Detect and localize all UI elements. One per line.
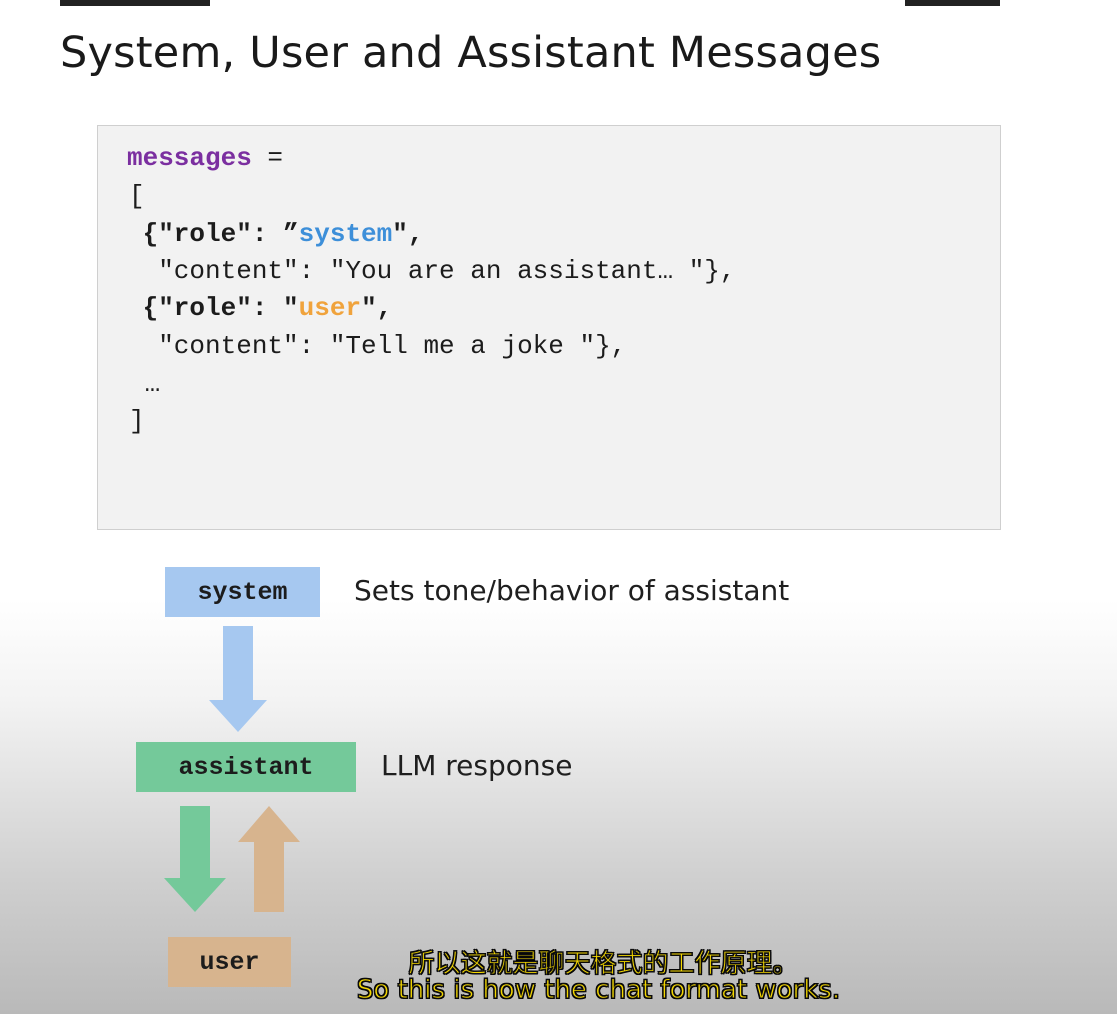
system-role-box: system [165,567,320,617]
code-role-user: user [298,293,362,323]
code-line-5: {"role": "user", [127,293,393,323]
code-line-1: messages = [127,143,283,173]
code-role-close: ", [392,219,424,249]
code-quote: ” [283,219,299,249]
code-line-4: "content": "You are an assistant… "}, [127,256,736,286]
video-top-strip-right [905,0,1000,6]
assistant-description: LLM response [381,749,573,782]
code-line-2: [ [129,181,145,211]
code-line-8: ] [129,406,145,436]
subtitle-english: So this is how the chat format works. [356,975,841,1006]
code-variable: messages [127,143,252,173]
code-line-7: … [129,369,161,399]
system-description: Sets tone/behavior of assistant [354,574,790,607]
user-role-box: user [168,937,291,987]
code-line-6: "content": "Tell me a joke "}, [127,331,627,361]
arrow-down-blue-icon [209,626,267,732]
subtitle-chinese: 所以这就是聊天格式的工作原理。 [408,949,799,980]
code-role-key: {"role": [127,219,284,249]
arrow-up-tan-icon [238,806,300,912]
arrow-down-green-icon [164,806,226,912]
code-equals: = [251,143,284,173]
video-top-strip-left [60,0,210,6]
assistant-role-box: assistant [136,742,356,792]
code-block: messages = [ {"role": ”system", "content… [97,125,1001,530]
code-role-key: {"role": " [127,293,299,323]
code-role-close: ", [361,293,393,323]
slide-title: System, User and Assistant Messages [60,28,882,78]
code-line-3: {"role": ”system", [127,219,424,249]
code-role-system: system [298,219,393,249]
